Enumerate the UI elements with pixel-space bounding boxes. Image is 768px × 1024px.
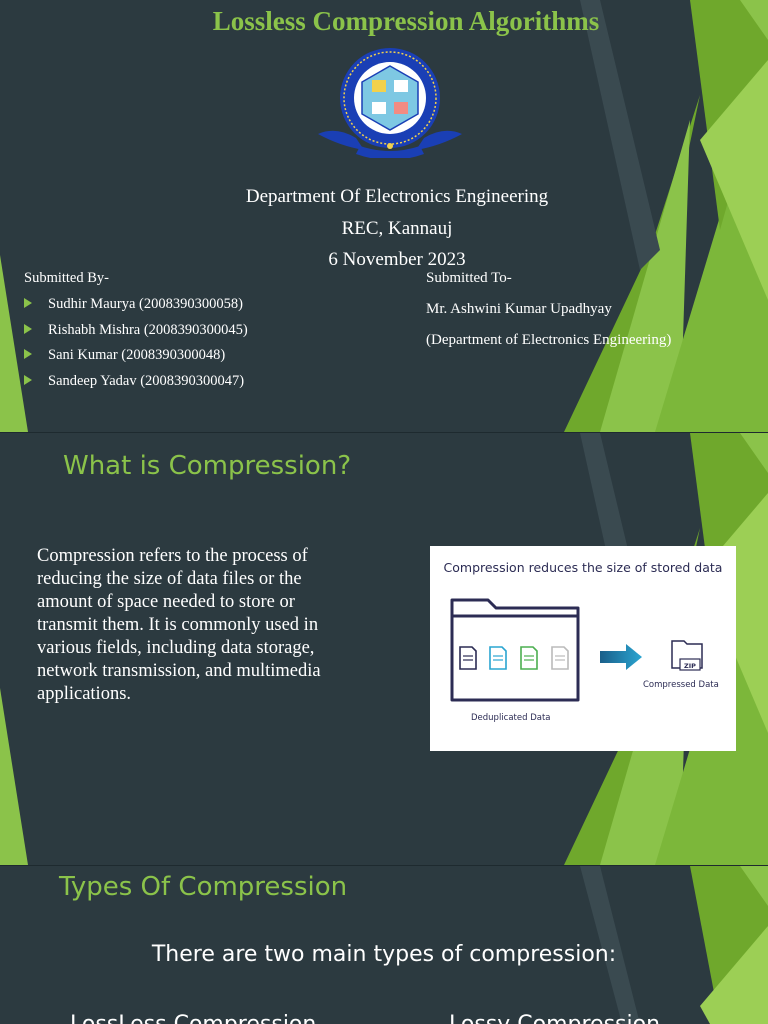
team-member: Sandeep Yadav (2008390300047) xyxy=(24,371,248,397)
figure-caption: Compression reduces the size of stored d… xyxy=(443,560,723,575)
document-icon xyxy=(489,646,507,670)
deduplicated-data-label: Deduplicated Data xyxy=(471,713,551,723)
presentation-title: Lossless Compression Algorithms xyxy=(212,6,600,36)
compressed-data-label: Compressed Data xyxy=(643,680,719,690)
institute-line: REC, Kannauj xyxy=(341,218,453,239)
guide-name: Mr. Ashwini Kumar Upadhyay xyxy=(426,301,612,317)
definition-paragraph: Compression refers to the process of red… xyxy=(37,546,321,704)
bullet-icon xyxy=(24,298,32,308)
types-of-compression-slide: Types Of Compression There are two main … xyxy=(0,866,768,1024)
team-member: Sani Kumar (2008390300048) xyxy=(24,345,248,371)
slide-heading: What is Compression? xyxy=(63,451,352,481)
title-slide: Lossless Compression Algorithms Departme… xyxy=(0,0,768,432)
document-icon xyxy=(551,646,569,670)
lossy-label: Lossy Compression xyxy=(449,1012,660,1024)
lossless-label: LossLess Compression xyxy=(70,1012,316,1024)
slide-divider xyxy=(0,865,768,866)
green-shards-decoration xyxy=(580,866,768,1024)
bullet-icon xyxy=(24,349,32,359)
bullet-icon xyxy=(24,323,32,334)
what-is-compression-slide: What is Compression? Compression refers … xyxy=(0,433,768,865)
guide-department: (Department of Electronics Engineering) xyxy=(426,332,672,348)
team-member: Rishabh Mishra (2008390300045) xyxy=(24,320,248,346)
slide-divider xyxy=(0,432,768,433)
arrow-right-icon xyxy=(600,644,642,670)
submitted-to-label: Submitted To- xyxy=(426,270,512,286)
compression-figure: Compression reduces the size of stored d… xyxy=(430,546,736,751)
team-list: Sudhir Maurya (2008390300058) Rishabh Mi… xyxy=(24,294,248,396)
team-member: Sudhir Maurya (2008390300058) xyxy=(24,294,248,320)
submitted-by-label: Submitted By- xyxy=(24,270,109,286)
document-icon xyxy=(520,646,538,670)
college-emblem-icon xyxy=(318,48,462,158)
green-shards-decoration xyxy=(0,0,768,432)
folder-to-zip-diagram: ZIP xyxy=(450,598,703,702)
document-icon xyxy=(459,646,477,670)
department-line: Department Of Electronics Engineering xyxy=(245,186,549,207)
types-intro: There are two main types of compression: xyxy=(151,942,617,967)
zip-label: ZIP xyxy=(684,662,696,670)
slide-heading: Types Of Compression xyxy=(59,872,348,902)
date-line: 6 November 2023 xyxy=(328,249,466,270)
zip-folder-icon xyxy=(671,640,703,671)
bullet-icon xyxy=(24,374,32,385)
